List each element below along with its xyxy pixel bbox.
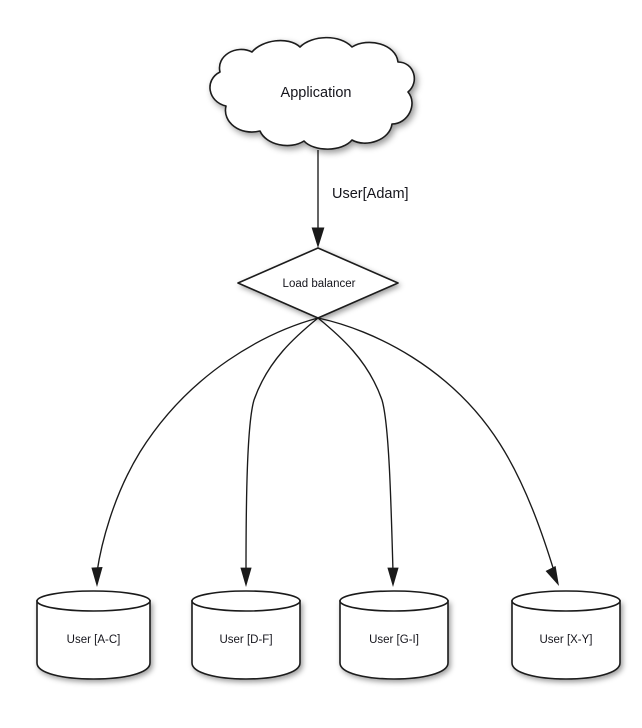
cylinder-body <box>511 600 621 680</box>
node-cylinder-db-0[interactable]: User [A-C] <box>36 590 151 680</box>
cylinder-label: User [G-I] <box>369 634 419 646</box>
edge-path <box>245 317 319 573</box>
node-diamond-load-balancer[interactable]: Load balancer <box>237 247 399 319</box>
arrow-head-icon <box>545 566 559 586</box>
diamond-label: Load balancer <box>283 278 356 290</box>
cylinder-body <box>339 600 449 680</box>
node-cylinder-db-2[interactable]: User [G-I] <box>339 590 449 680</box>
diamond-shape <box>237 247 399 319</box>
arrow-head-icon <box>91 567 103 587</box>
edge-balancer-to-db-2 <box>317 317 399 587</box>
cylinder-label: User [X-Y] <box>539 634 592 646</box>
cloud-label: Application <box>281 85 352 101</box>
edge-balancer-to-db-1 <box>240 317 319 587</box>
node-cylinder-db-3[interactable]: User [X-Y] <box>511 590 621 680</box>
cylinder-top <box>191 590 301 612</box>
cylinder-top <box>339 590 449 612</box>
cylinder-top <box>511 590 621 612</box>
cylinder-label: User [A-C] <box>67 634 121 646</box>
arrow-head-icon <box>311 227 325 248</box>
node-cloud-application[interactable]: Application <box>209 36 416 150</box>
cylinder-body <box>36 600 151 680</box>
cylinder-label: User [D-F] <box>219 634 272 646</box>
cloud-shape <box>209 36 416 150</box>
arrow-head-icon <box>387 567 399 587</box>
node-cylinder-db-1[interactable]: User [D-F] <box>191 590 301 680</box>
cylinder-top <box>36 590 151 612</box>
edge-label-user-adam: User[Adam] <box>332 186 409 202</box>
edge-path <box>96 317 319 573</box>
edge-balancer-to-db-0 <box>91 317 319 587</box>
edge-path <box>317 317 394 573</box>
edge-path <box>317 317 555 572</box>
arrow-head-icon <box>240 567 252 587</box>
edge-cloud-to-balancer: User[Adam] <box>311 150 409 248</box>
cylinder-body <box>191 600 301 680</box>
edge-balancer-to-db-3 <box>317 317 559 586</box>
